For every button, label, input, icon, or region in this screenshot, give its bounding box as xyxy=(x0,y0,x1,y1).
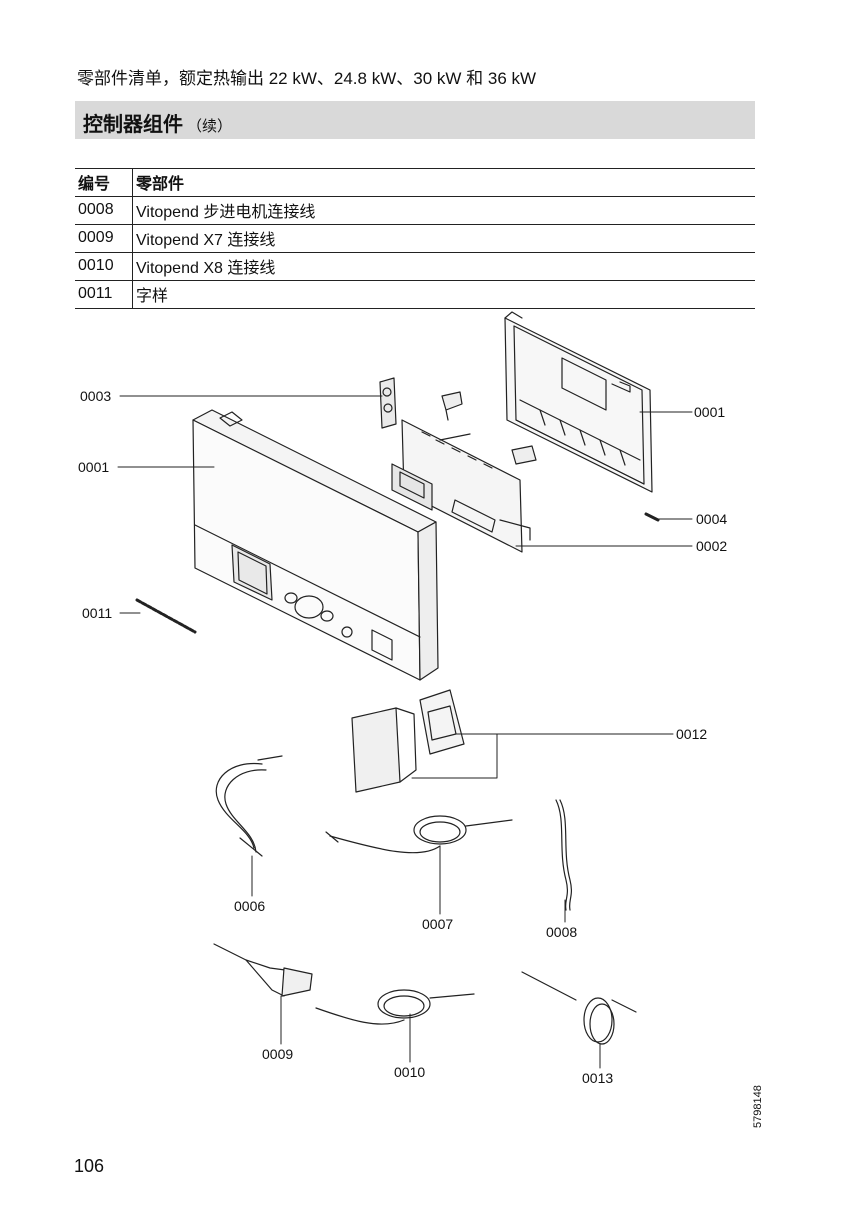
table-row: 0009 Vitopend X7 连接线 xyxy=(75,224,755,253)
callout-0004: 0004 xyxy=(696,511,727,527)
callout-0008: 0008 xyxy=(546,924,577,940)
circuit-board-drawing xyxy=(391,419,531,553)
section-banner: 控制器组件（续） xyxy=(75,101,755,139)
cable-0008-drawing xyxy=(555,799,573,911)
callout-0001-rear: 0001 xyxy=(694,404,725,420)
section-title-text: 控制器组件 xyxy=(83,114,183,136)
callout-0003: 0003 xyxy=(80,388,111,404)
callout-0013: 0013 xyxy=(582,1070,613,1086)
part-name: Vitopend X8 连接线 xyxy=(132,252,755,281)
section-title: 控制器组件（续） xyxy=(83,108,232,137)
part-number: 0009 xyxy=(75,224,133,253)
part-number: 0010 xyxy=(75,252,133,281)
component-0003-drawing xyxy=(379,377,397,429)
knob-drawing xyxy=(441,391,537,465)
table-row: 0011 字样 xyxy=(75,280,755,309)
table-header-row: 编号 零部件 xyxy=(75,168,755,197)
front-housing-drawing xyxy=(192,409,439,681)
callout-0006: 0006 xyxy=(234,898,265,914)
column-header-part: 零部件 xyxy=(132,168,755,197)
cable-0010-drawing xyxy=(315,989,475,1025)
callout-0001-front: 0001 xyxy=(78,459,109,475)
cable-0009-drawing xyxy=(213,943,313,997)
part-name: Vitopend X7 连接线 xyxy=(132,224,755,253)
part-name: 字样 xyxy=(132,280,755,309)
rear-frame-drawing xyxy=(504,311,653,493)
part-number: 0011 xyxy=(75,280,133,309)
page-number: 106 xyxy=(74,1156,105,1176)
cable-0006-drawing xyxy=(215,755,283,857)
fuse-drawing xyxy=(644,512,660,522)
section-continued: （续） xyxy=(187,118,233,135)
table-row: 0008 Vitopend 步进电机连接线 xyxy=(75,196,755,225)
parts-table: 编号 零部件 0008 Vitopend 步进电机连接线 0009 Vitope… xyxy=(75,168,755,309)
column-header-number: 编号 xyxy=(75,168,133,197)
part-number: 0008 xyxy=(75,196,133,225)
callout-0011: 0011 xyxy=(82,605,112,621)
callout-0002: 0002 xyxy=(696,538,727,554)
callout-0012: 0012 xyxy=(676,726,707,742)
callout-0007: 0007 xyxy=(422,916,453,932)
callout-0009: 0009 xyxy=(262,1046,293,1062)
cable-0013-drawing xyxy=(521,971,637,1045)
module-drawing xyxy=(351,689,465,793)
callout-0010: 0010 xyxy=(394,1064,425,1080)
page-subtitle: 零部件清单，额定热输出 22 kW、24.8 kW、30 kW 和 36 kW xyxy=(77,69,537,88)
document-number: 5798148 xyxy=(752,1085,764,1128)
cable-0007-drawing xyxy=(325,815,513,854)
table-row: 0010 Vitopend X8 连接线 xyxy=(75,252,755,281)
leader-lines xyxy=(117,395,693,1069)
part-name: Vitopend 步进电机连接线 xyxy=(132,196,755,225)
lettering-drawing xyxy=(135,598,197,634)
exploded-parts-diagram: 0003 0001 0001 0004 0002 0011 0012 0006 … xyxy=(78,311,727,1086)
